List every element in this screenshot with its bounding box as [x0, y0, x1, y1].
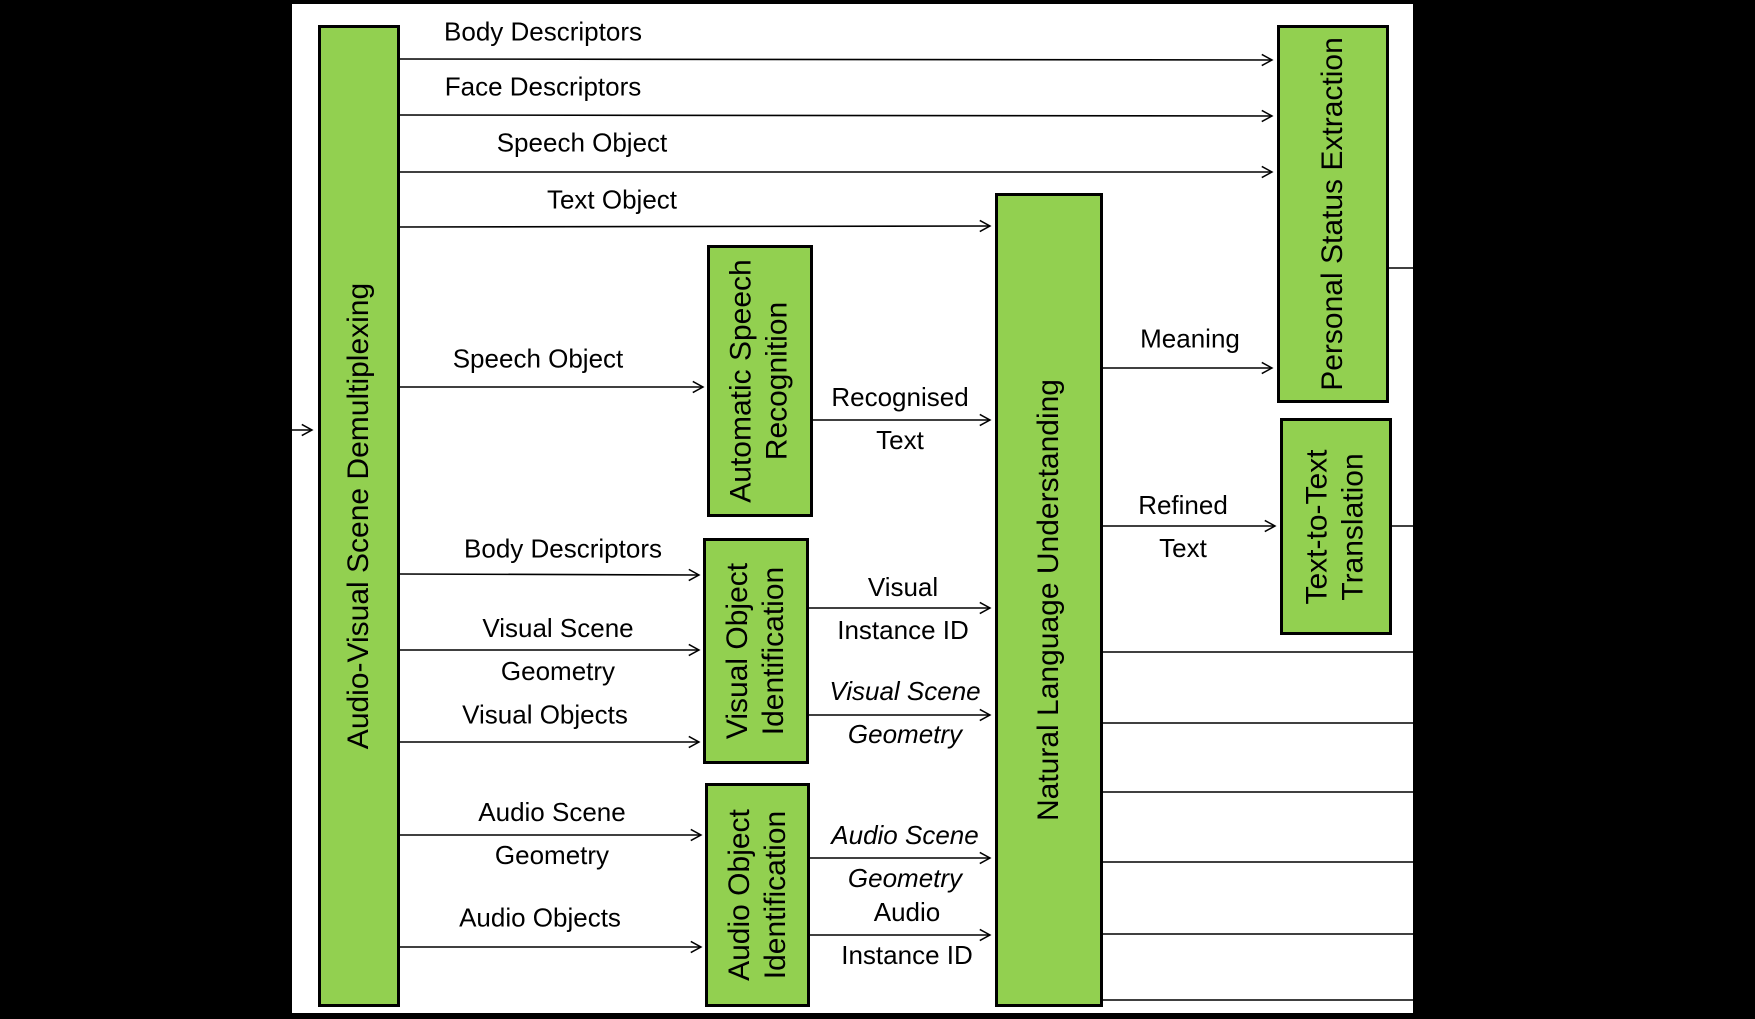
box-label: Natural Language Understanding — [1032, 379, 1065, 821]
box-label: Audio Object — [722, 809, 756, 981]
box-label: Text-to-Text — [1301, 448, 1335, 605]
flow-label-visual-scene-geometry-out: Visual Scene Geometry — [829, 676, 981, 749]
flow-label-recognised-text: Recognised Text — [831, 382, 969, 455]
flow-label-audio-instance-id: Audio Instance ID — [841, 897, 973, 970]
flow-label-audio-scene-geometry-out: Audio Scene Geometry — [831, 820, 979, 893]
box-personal-status-extraction: Personal Status Extraction — [1277, 25, 1389, 403]
flow-label-face-descriptors: Face Descriptors — [444, 71, 642, 102]
flow-label-meaning: Meaning — [1140, 323, 1240, 354]
flow-label-visual-instance-id: Visual Instance ID — [837, 572, 969, 645]
box-natural-language-understanding: Natural Language Understanding — [995, 193, 1103, 1007]
box-label: Recognition — [761, 301, 795, 461]
box-label: Translation — [1337, 452, 1371, 601]
box-label: Personal Status Extraction — [1316, 37, 1350, 391]
flow-label-audio-scene-geometry-in: Audio Scene Geometry — [478, 797, 626, 870]
flow-label-visual-scene-geometry-in: Visual Scene Geometry — [482, 613, 634, 686]
box-label: Visual Object — [721, 562, 754, 740]
flow-label-speech-object-asr: Speech Object — [452, 343, 624, 374]
flow-label-audio-objects: Audio Objects — [459, 902, 621, 933]
box-audio-visual-scene-demultiplexing: Audio-Visual Scene Demultiplexing — [318, 25, 400, 1007]
box-label: Identification — [757, 566, 790, 736]
flow-label-text-object: Text Object — [546, 184, 678, 215]
flow-label-body-descriptors-voi: Body Descriptors — [464, 533, 662, 564]
flow-label-speech-object-top: Speech Object — [496, 127, 668, 158]
box-text-to-text-translation: Text-to-Text Translation — [1280, 418, 1392, 635]
box-label: Automatic Speech — [725, 259, 759, 503]
flow-label-body-descriptors-top: Body Descriptors — [444, 16, 642, 47]
box-automatic-speech-recognition: Automatic Speech Recognition — [707, 245, 813, 517]
flow-label-visual-objects: Visual Objects — [462, 699, 628, 730]
box-visual-object-identification: Visual Object Identification — [703, 538, 809, 764]
box-audio-object-identification: Audio Object Identification — [705, 783, 810, 1007]
box-label: Audio-Visual Scene Demultiplexing — [342, 282, 376, 750]
flow-label-refined-text: Refined Text — [1138, 490, 1228, 563]
box-label: Identification — [758, 810, 792, 980]
